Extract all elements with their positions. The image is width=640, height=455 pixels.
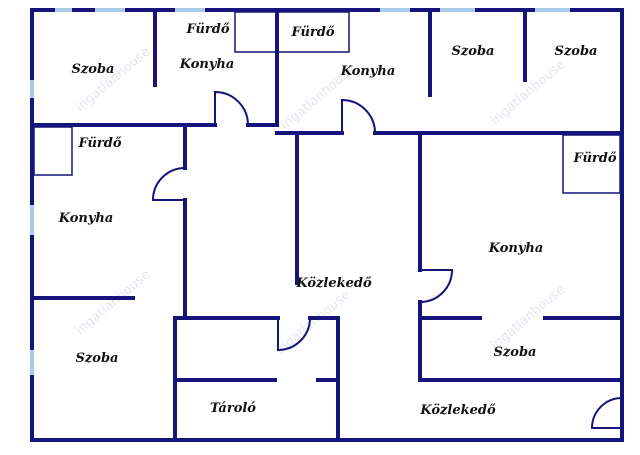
room-label-furdo: Fürdő bbox=[572, 151, 616, 166]
room-label-furdo: Fürdő bbox=[290, 25, 334, 40]
door bbox=[419, 269, 454, 303]
bathroom-outline bbox=[234, 11, 278, 53]
room-labels: Szoba Konyha Fürdő Fürdő Konyha Szoba Sz… bbox=[58, 22, 617, 418]
room-label-konyha: Konyha bbox=[488, 241, 544, 256]
doors bbox=[151, 90, 623, 429]
room-label-kozlekedo: Közlekedő bbox=[419, 403, 496, 418]
bathroom-outline bbox=[33, 126, 73, 176]
room-label-szoba: Szoba bbox=[72, 62, 115, 77]
bathroom-outline bbox=[276, 11, 350, 53]
room-label-szoba: Szoba bbox=[555, 44, 598, 59]
room-label-furdo: Fürdő bbox=[77, 136, 121, 151]
watermarks: ingatlanhouse ingatlanhouse ingatlanhous… bbox=[73, 44, 568, 358]
watermark-5: ingatlanhouse bbox=[273, 287, 353, 358]
watermark-4: ingatlanhouse bbox=[73, 267, 153, 338]
room-label-szoba: Szoba bbox=[494, 345, 537, 360]
fixtures bbox=[33, 11, 621, 194]
room-label-furdo: Fürdő bbox=[185, 22, 229, 37]
room-label-konyha: Konyha bbox=[58, 211, 114, 226]
room-label-szoba: Szoba bbox=[452, 44, 495, 59]
room-label-konyha: Konyha bbox=[340, 64, 396, 79]
door bbox=[277, 317, 311, 352]
bathroom-outline bbox=[562, 134, 621, 194]
room-label-tarolo: Tároló bbox=[210, 401, 256, 416]
watermark-3: ingatlanhouse bbox=[488, 57, 568, 128]
windows bbox=[30, 8, 570, 375]
room-label-konyha: Konyha bbox=[179, 57, 235, 72]
door bbox=[341, 98, 376, 134]
room-label-szoba: Szoba bbox=[76, 351, 119, 366]
room-label-kozlekedo: Közlekedő bbox=[295, 276, 372, 291]
watermark-1: ingatlanhouse bbox=[73, 44, 153, 115]
door bbox=[151, 167, 186, 201]
door bbox=[590, 397, 623, 429]
door bbox=[214, 90, 249, 126]
